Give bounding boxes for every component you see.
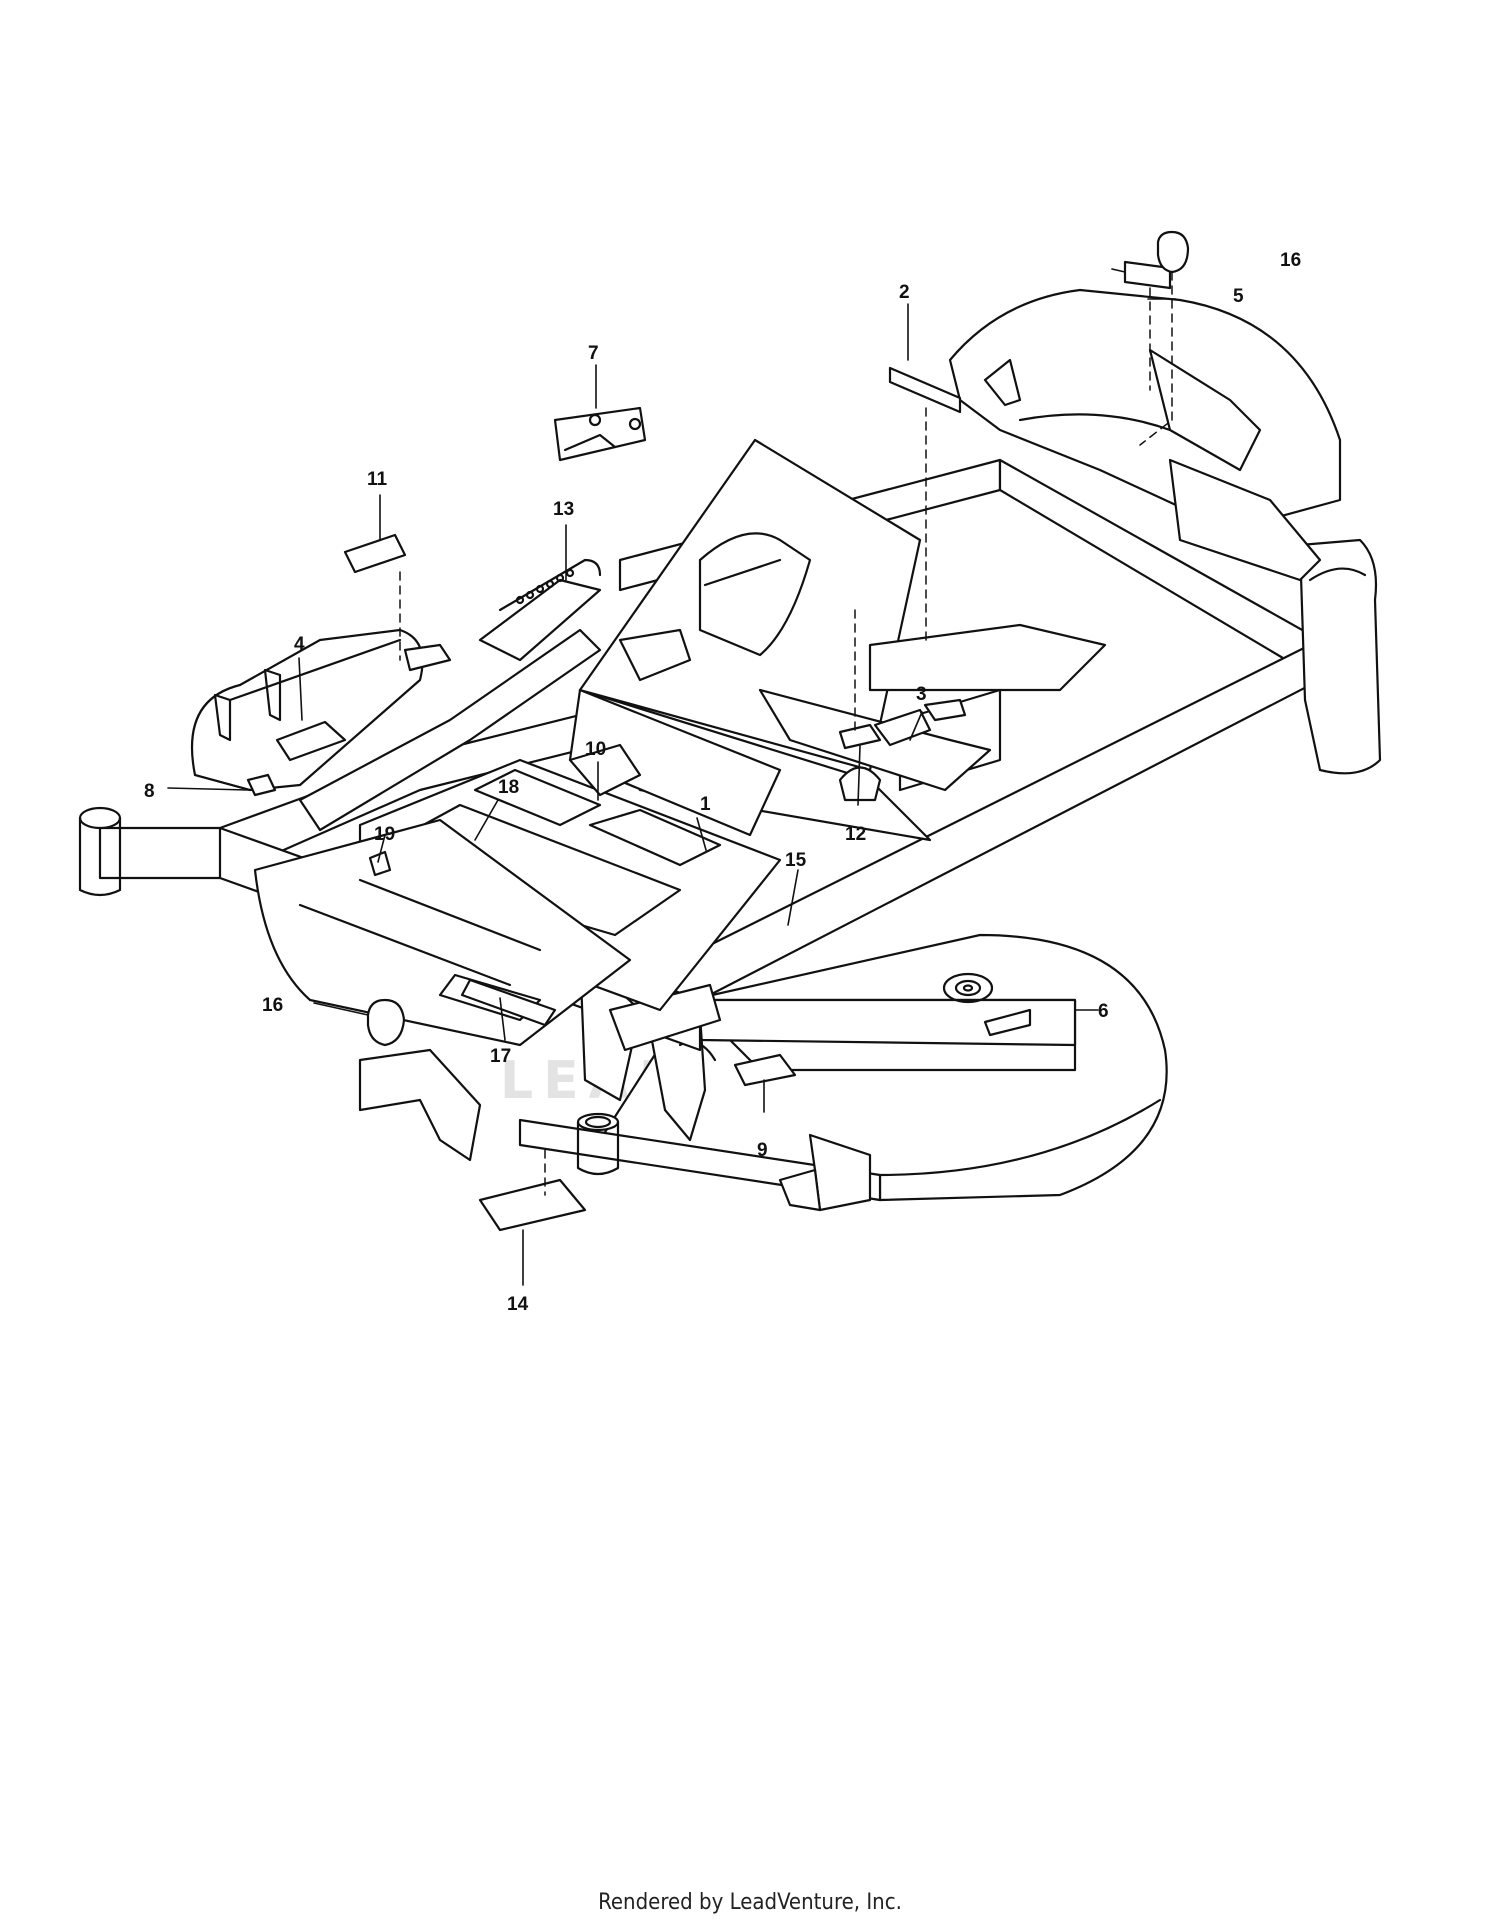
front-caster-post: [576, 1112, 620, 1176]
callout-4: 4: [294, 634, 305, 655]
callout-16-bottom: 16: [262, 995, 283, 1016]
callout-8: 8: [144, 781, 155, 802]
callout-7: 7: [588, 343, 599, 364]
callout-12: 12: [845, 824, 866, 845]
front-platform: [253, 818, 632, 1047]
callout-18: 18: [498, 777, 519, 798]
mower-deck: [518, 933, 1168, 1202]
callout-15: 15: [785, 850, 807, 871]
callout-14: 14: [507, 1294, 529, 1315]
callout-labels: 1 2 3 4 5 6 7 8 9 10 11 12 13 14 15 16 1…: [144, 250, 1301, 1315]
callout-3: 3: [916, 684, 927, 705]
decals: [246, 230, 1190, 1232]
callout-9: 9: [757, 1140, 768, 1161]
callout-5: 5: [1233, 286, 1244, 307]
footer-credit: Rendered by LeadVenture, Inc.: [598, 1890, 902, 1915]
callout-2: 2: [899, 282, 910, 303]
left-fender: [190, 628, 424, 792]
callout-16-top: 16: [1280, 250, 1301, 271]
callout-13: 13: [553, 499, 574, 520]
steering-lever: [298, 558, 692, 832]
callout-19: 19: [374, 824, 395, 845]
callout-11: 11: [367, 469, 388, 490]
rear-engine-housing: [948, 288, 1342, 582]
callout-17: 17: [490, 1046, 511, 1067]
callout-1: 1: [700, 794, 711, 815]
dashed-guides: [399, 271, 1173, 1196]
floor-pan: [358, 743, 782, 1012]
callout-10: 10: [585, 739, 606, 760]
leader-lines: [167, 268, 1177, 1286]
callout-6: 6: [1098, 1001, 1109, 1022]
